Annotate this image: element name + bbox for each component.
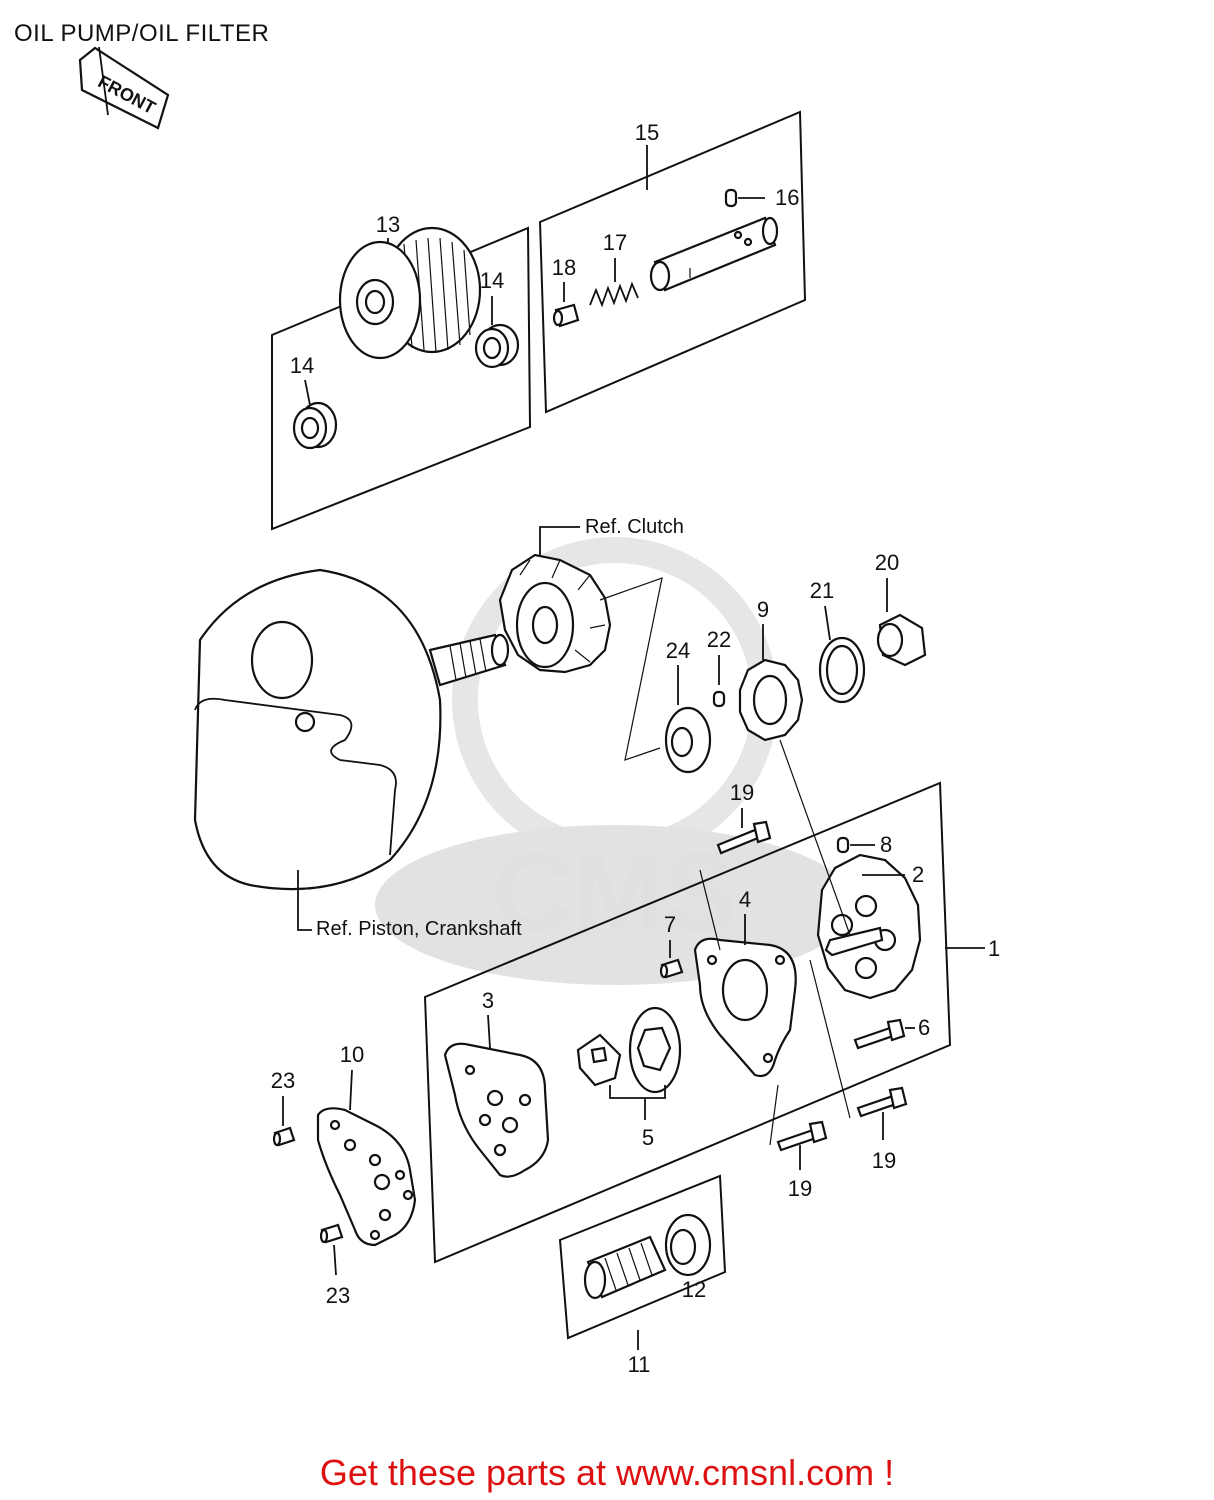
callout-17: 17 xyxy=(603,230,627,255)
filter-seal-right xyxy=(474,323,520,369)
callout-1: 1 xyxy=(988,936,1000,961)
callout-3: 3 xyxy=(482,988,494,1013)
oil-filter-element xyxy=(338,226,482,360)
relief-valve-group: 15 16 17 18 xyxy=(538,110,807,414)
washer-24 xyxy=(664,706,712,774)
pin-8 xyxy=(836,836,850,854)
callout-21: 21 xyxy=(810,578,834,603)
dowel-23-lower xyxy=(319,1223,344,1244)
relief-valve-body xyxy=(649,216,779,292)
callout-12: 12 xyxy=(682,1277,706,1302)
clutch-gear xyxy=(498,553,612,674)
callout-18: 18 xyxy=(552,255,576,280)
pump-cover-plate-10 xyxy=(316,1107,417,1247)
pump-gear-2 xyxy=(816,853,922,1000)
callout-9: 9 xyxy=(757,597,769,622)
callout-15: 15 xyxy=(635,120,659,145)
pump-drive-gear-9 xyxy=(738,658,804,742)
svg-text:CMS: CMS xyxy=(493,831,737,954)
bolt-19-upper xyxy=(716,820,772,855)
front-direction-arrow: FRONT xyxy=(78,46,170,130)
circlip-21 xyxy=(818,636,866,704)
callout-23-lower: 23 xyxy=(326,1283,350,1308)
callout-4: 4 xyxy=(739,887,751,912)
callout-19-lower-middle: 19 xyxy=(788,1176,812,1201)
bolt-19-lower-middle xyxy=(776,1120,828,1152)
callout-11: 11 xyxy=(628,1352,651,1377)
callout-10: 10 xyxy=(340,1042,364,1067)
callout-24: 24 xyxy=(666,638,690,663)
callout-13: 13 xyxy=(376,212,400,237)
dowel-23-upper xyxy=(272,1126,296,1147)
valve-spring-17 xyxy=(589,281,639,308)
callout-20: 20 xyxy=(875,550,899,575)
callout-19-lower-right: 19 xyxy=(872,1148,896,1173)
callout-19-upper: 19 xyxy=(730,780,754,805)
nut-20 xyxy=(876,613,927,667)
oil-strainer xyxy=(583,1235,667,1300)
callout-5: 5 xyxy=(642,1125,654,1150)
ref-piston-crankshaft-label: Ref. Piston, Crankshaft xyxy=(316,918,522,940)
filter-seal-left xyxy=(292,401,338,450)
footer-link[interactable]: Get these parts at www.cmsnl.com ! xyxy=(319,1452,895,1493)
watermark-logo: CMS xyxy=(375,537,855,985)
pump-body-3 xyxy=(443,1042,550,1178)
callout-2: 2 xyxy=(912,862,924,887)
oil-filter-group: 13 xyxy=(271,212,532,531)
pin-22 xyxy=(712,690,726,708)
callout-14-right: 14 xyxy=(480,268,504,293)
valve-pin-16 xyxy=(724,188,738,208)
bolt-6 xyxy=(853,1018,906,1050)
callout-22: 22 xyxy=(707,627,731,652)
callout-14-left: 14 xyxy=(290,353,314,378)
oil-strainer-group: 12 11 xyxy=(558,1174,727,1377)
pump-cover-4 xyxy=(693,937,797,1078)
dowel-pin-7 xyxy=(659,958,684,979)
page-title: OIL PUMP/OIL FILTER xyxy=(14,20,270,47)
ref-clutch-label: Ref. Clutch xyxy=(585,516,684,538)
callout-7: 7 xyxy=(664,912,676,937)
oil-pump-group: 1 2 8 xyxy=(423,739,1000,1264)
valve-plug-18 xyxy=(552,303,580,328)
callout-16: 16 xyxy=(775,185,799,210)
callout-8: 8 xyxy=(880,832,892,857)
callout-6: 6 xyxy=(918,1015,930,1040)
bolt-19-lower-right xyxy=(856,1086,908,1118)
pump-rotors-5 xyxy=(576,1006,682,1094)
callout-23-upper: 23 xyxy=(271,1068,295,1093)
strainer-seal-12 xyxy=(664,1213,712,1277)
crankshaft-flywheel xyxy=(193,568,510,891)
